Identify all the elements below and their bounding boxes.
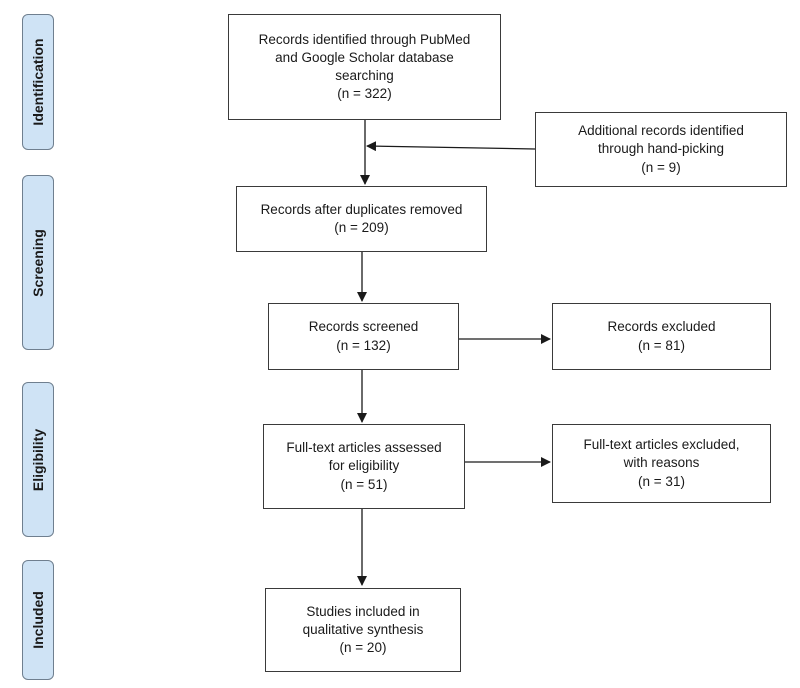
after-duplicates-count: (n = 209) [334,220,389,235]
phase-screening: Screening [22,175,54,350]
fulltext-excluded-line1: Full-text articles excluded, [583,437,740,453]
after-duplicates-line1: Records after duplicates removed [260,201,463,217]
additional-records-line2: through hand-picking [597,141,725,157]
box-included-studies: Studies included in qualitative synthesi… [265,588,461,672]
included-studies-count: (n = 20) [339,640,387,656]
records-identified-line2: and Google Scholar database [275,49,454,65]
phase-included: Included [22,560,54,680]
records-excluded-line1: Records excluded [607,319,716,335]
phase-eligibility: Eligibility [22,382,54,537]
fulltext-assessed-count: (n = 51) [340,476,388,492]
records-identified-line1: Records identified through PubMed [258,31,471,47]
box-records-identified: Records identified through PubMed and Go… [228,14,501,120]
included-studies-line2: qualitative synthesis [302,621,424,637]
additional-records-line1: Additional records identified [578,123,744,139]
box-after-duplicates: Records after duplicates removed (n = 20… [236,186,487,252]
included-studies-line1: Studies included in [306,603,420,619]
box-additional-records: Additional records identified through ha… [535,112,787,187]
arrow-additional-to-main [366,141,536,152]
records-identified-line3: searching [335,68,394,83]
fulltext-assessed-line1: Full-text articles assessed [286,440,442,456]
records-screened-line1: Records screened [308,319,419,335]
fulltext-excluded-count: (n = 31) [638,473,685,489]
additional-records-count: (n = 9) [641,159,681,175]
box-records-screened: Records screened (n = 132) [268,303,459,370]
records-excluded-count: (n = 81) [638,337,685,353]
records-identified-count: (n = 322) [337,86,392,102]
phase-identification: Identification [22,14,54,150]
fulltext-assessed-line2: for eligibility [328,458,400,474]
box-fulltext-excluded: Full-text articles excluded, with reason… [552,424,771,503]
box-records-excluded: Records excluded (n = 81) [552,303,771,370]
fulltext-excluded-line2: with reasons [623,455,700,471]
records-screened-count: (n = 132) [336,337,391,353]
box-fulltext-assessed: Full-text articles assessed for eligibil… [263,424,465,509]
